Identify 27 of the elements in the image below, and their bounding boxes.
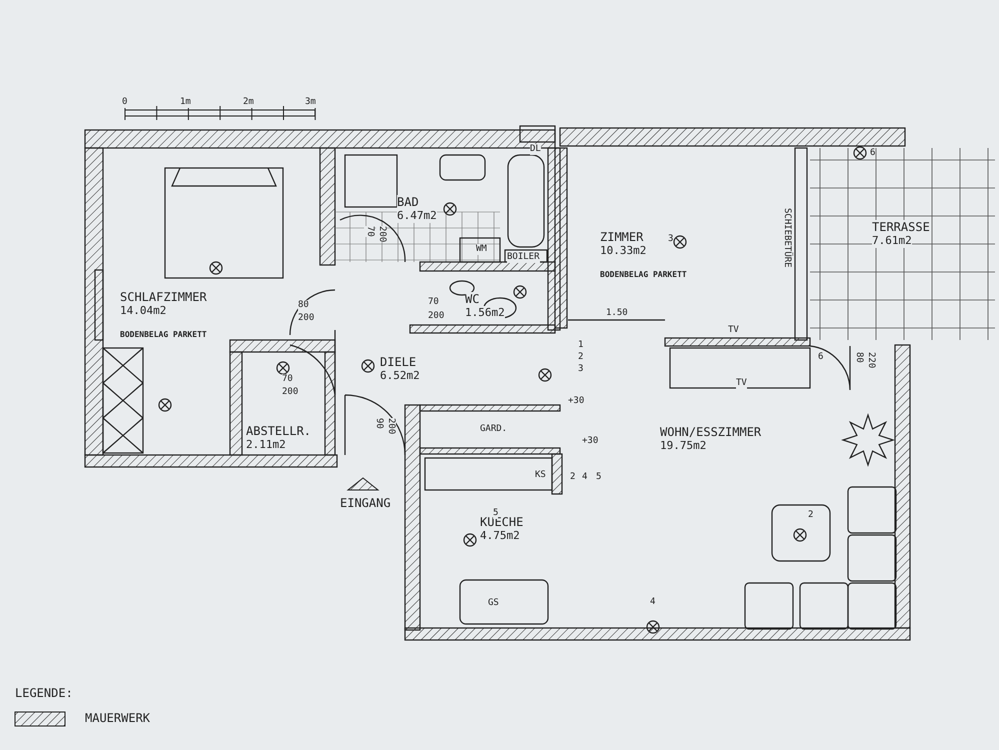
fixture-label: DL [530,144,541,155]
room-name: ZIMMER [600,230,644,244]
room-name: BAD [397,195,419,209]
room-name: WOHN/ESSZIMMER [660,425,762,439]
room-name: DIELE [380,355,416,369]
legend-heading: LEGENDE: [15,688,73,699]
scale-number: 1m [180,97,191,108]
door-size: 80 [298,300,309,311]
room-area-label: 7.61m2 [872,234,912,248]
room-name: SCHLAFZIMMER [120,290,207,304]
circuit-number: 5 [493,508,498,519]
room-name: KUECHE [480,515,524,529]
room-name: ABSTELLR. [246,424,312,438]
fixture-label: BOILER [507,252,540,263]
room-name: TERRASSE [872,220,930,234]
entrance-label: EINGANG [340,498,391,509]
room-name: WC [465,292,480,306]
fixture-label: WM [476,244,487,255]
scale-number: 0 [122,97,128,108]
fixture-label: TV [736,378,747,389]
door-size: 200 [376,226,387,242]
door-size: 70 [364,226,375,237]
scale-number: 3m [305,97,316,108]
room-area-label: 1.56m2 [465,306,505,320]
scale-number: 2m [243,97,254,108]
room-area-label: 6.47m2 [397,209,437,223]
legend-text: MAUERWERK [85,713,150,724]
